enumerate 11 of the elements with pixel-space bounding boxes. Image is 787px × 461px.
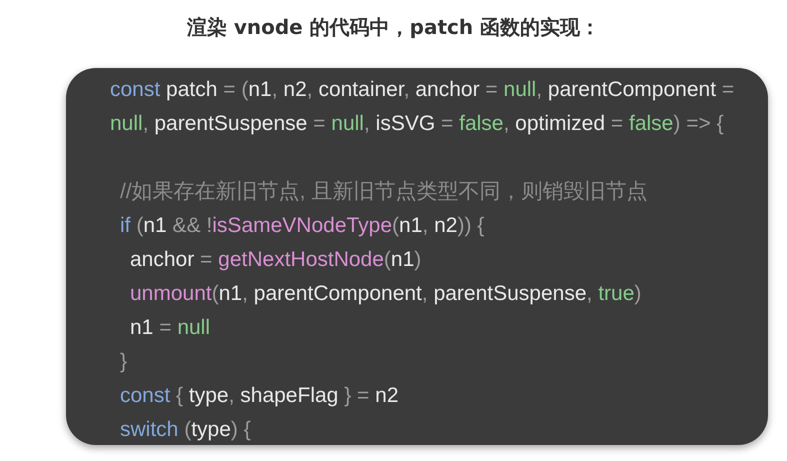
code-line: anchor = getNextHostNode(n1) — [130, 247, 422, 273]
code-comment: //如果存在新旧节点, 且新旧节点类型不同，则销毁旧节点 — [120, 179, 648, 205]
title: 渲染 vnode 的代码中，patch 函数的实现： — [186, 14, 602, 41]
code-line: } — [120, 349, 128, 375]
code-line: if (n1 && !isSameVNodeType(n1, n2)) { — [120, 213, 484, 239]
code-line: const { type, shapeFlag } = n2 — [120, 383, 399, 409]
code-line: unmount(n1, parentComponent, parentSuspense, true) — [130, 281, 642, 307]
code-panel — [66, 68, 768, 445]
code-line: n1 = null — [130, 315, 210, 341]
code-line: switch (type) { — [120, 417, 251, 443]
code-line: const patch = (n1, n2, container, anchor = null, parentComponent = null, parentSuspense = null, isSVG = false, optimized = false) => { — [110, 77, 735, 137]
